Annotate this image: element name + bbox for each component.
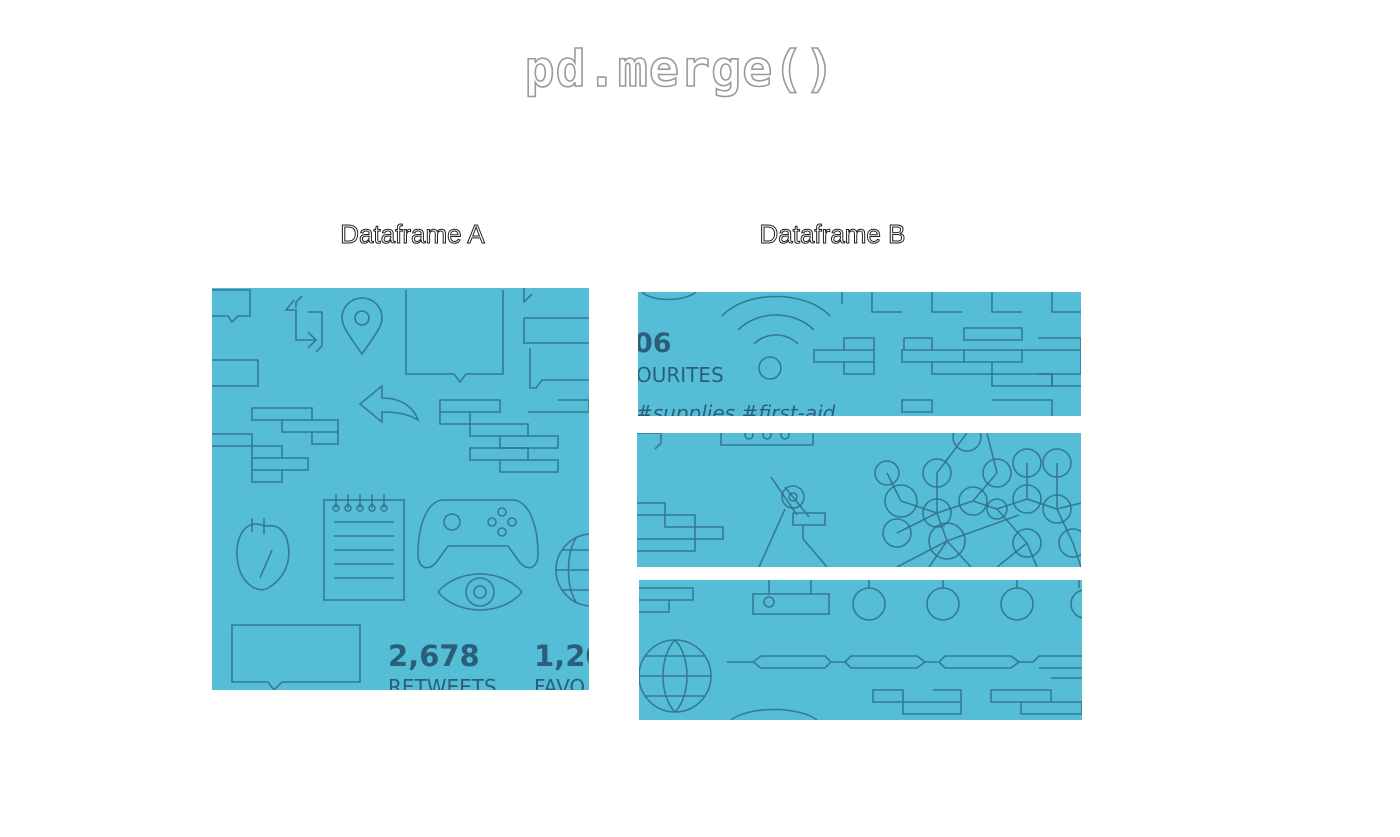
reply-icon [358,384,420,424]
dataframe-a-image: 2,678 RETWEETS 1,20 FAVO [212,288,589,690]
notepad-icon [323,494,405,601]
stat-caption: RETWEETS [388,675,497,690]
wifi-icon [721,295,831,380]
grid-lines [637,502,724,552]
grid-lines [212,399,589,483]
heart-organ-icon [236,518,290,591]
location-pin-icon [341,297,383,356]
network-graph-icon [852,580,1082,621]
retweet-icon [284,295,323,353]
stat-caption: OURITES [638,363,724,387]
dataframe-b-slice-1: 06 OURITES #supplies #first-aid [638,292,1081,416]
globe-icon [639,639,712,713]
chain-icon [727,655,1082,669]
eye-icon [436,573,524,611]
stat-value: 06 [638,328,672,359]
dataframe-a-label: Dataframe A [340,219,486,250]
dataframe-b-slice-2 [637,433,1081,567]
microscope-icon [752,580,830,615]
hashtags: #supplies #first-aid [638,401,836,416]
globe-icon [641,292,697,301]
page-title: pd.merge() [524,39,836,99]
stat-value: 2,678 [388,639,480,673]
stat-value: 1,20 [534,639,589,673]
dataframe-b-label: Dataframe B [759,219,906,250]
microscope-icon [758,476,828,567]
speech-bubble-icon [231,624,361,690]
grid-lines [639,587,1082,715]
grid-lines [813,292,1081,416]
globe-icon [555,533,589,607]
speech-bubble-icon [212,288,589,389]
dataframe-b-slice-3 [639,580,1082,720]
stat-caption: FAVO [534,675,585,690]
gamepad-icon [417,499,539,569]
network-graph-icon [874,433,1081,567]
